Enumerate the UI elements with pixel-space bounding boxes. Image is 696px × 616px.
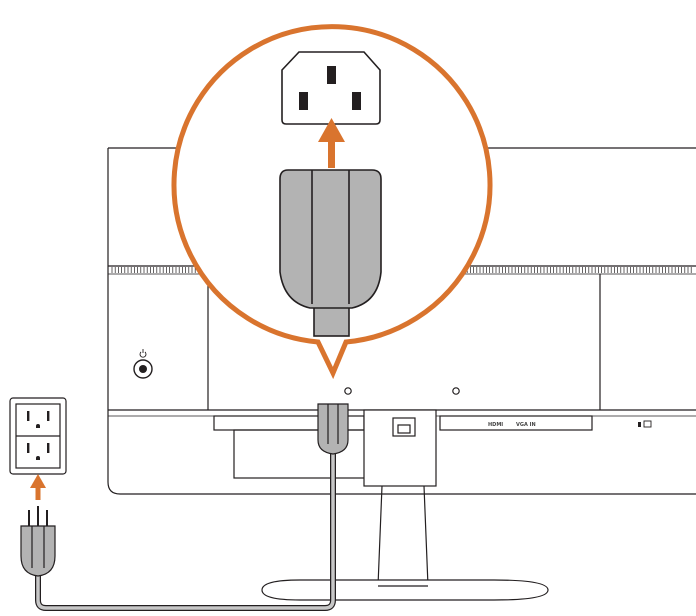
- power-button-icon[interactable]: [133, 349, 153, 379]
- monitor-side-plug: [317, 403, 349, 455]
- ac-plug-icon: [20, 506, 56, 577]
- stand-neck: [377, 485, 429, 587]
- screw-icon: [452, 387, 460, 395]
- hdmi-port-label: HDMI: [488, 422, 503, 428]
- wall-outlet-icon: [9, 397, 67, 475]
- power-cable: [35, 449, 336, 611]
- monitor-stand: [261, 409, 549, 601]
- stand-base: [261, 579, 549, 601]
- magnified-callout: [171, 24, 493, 380]
- screw-icon: [344, 387, 352, 395]
- iec-c14-inlet-icon: [281, 51, 381, 125]
- kensington-lock-icon: [638, 420, 652, 428]
- magnified-plug: [279, 169, 382, 337]
- arrow-up-icon: [318, 118, 345, 168]
- port-bar-right: [439, 415, 593, 431]
- vga-port-label: VGA IN: [516, 422, 536, 428]
- arrow-up-icon: [30, 474, 46, 500]
- stand-hinge: [363, 409, 437, 487]
- recess-panel: [207, 274, 601, 410]
